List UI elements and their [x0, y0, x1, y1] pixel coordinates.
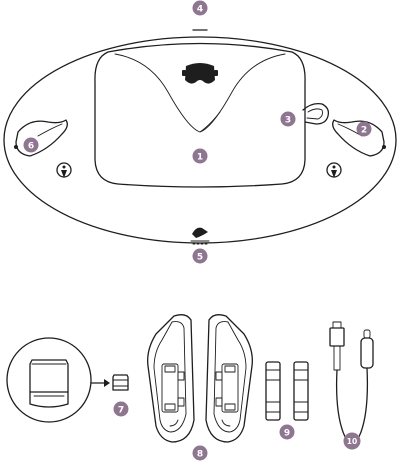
svg-text:8: 8: [197, 450, 203, 460]
right-controller: [205, 314, 253, 443]
callout-6: 6: [23, 137, 39, 153]
svg-text:6: 6: [28, 142, 34, 152]
usb-c-cable: [329, 321, 374, 443]
case-outline: [3, 36, 397, 244]
callout-5: 5: [192, 248, 208, 264]
callout-2: 2: [356, 121, 372, 137]
carrying-case: [3, 29, 397, 245]
left-grip-icon: [56, 162, 72, 178]
strap-loop: [302, 102, 330, 125]
usb-dongle-large: [29, 359, 69, 408]
callout-9: 9: [279, 424, 295, 440]
zoom-arrow-icon: [90, 379, 110, 387]
headset-pocket: [94, 42, 306, 188]
svg-text:7: 7: [118, 406, 124, 416]
usb-dongle-zoom: [6, 337, 92, 423]
left-controller: [147, 314, 195, 443]
svg-text:9: 9: [284, 429, 290, 439]
callout-1: 1: [192, 148, 208, 164]
svg-text:5: 5: [197, 253, 203, 263]
usb-dongle-small: [112, 374, 129, 391]
vr-headset-icon: [182, 63, 218, 84]
callout-4: 4: [192, 0, 208, 16]
battery-left: [265, 361, 281, 421]
battery-right: [293, 361, 309, 421]
svg-text:3: 3: [285, 116, 291, 126]
svg-text:2: 2: [361, 126, 367, 136]
svg-text:4: 4: [197, 5, 203, 15]
svg-text:1: 1: [197, 153, 203, 163]
right-grip-icon: [326, 162, 342, 178]
callout-3: 3: [280, 111, 296, 127]
face-pad-contour: [199, 111, 221, 133]
callout-10: 10: [343, 432, 361, 450]
callout-7: 7: [113, 401, 129, 417]
callout-8: 8: [192, 445, 208, 461]
zipper-pull-icon: [190, 227, 210, 242]
left-controller-pocket: [14, 119, 68, 157]
svg-text:10: 10: [347, 437, 357, 446]
